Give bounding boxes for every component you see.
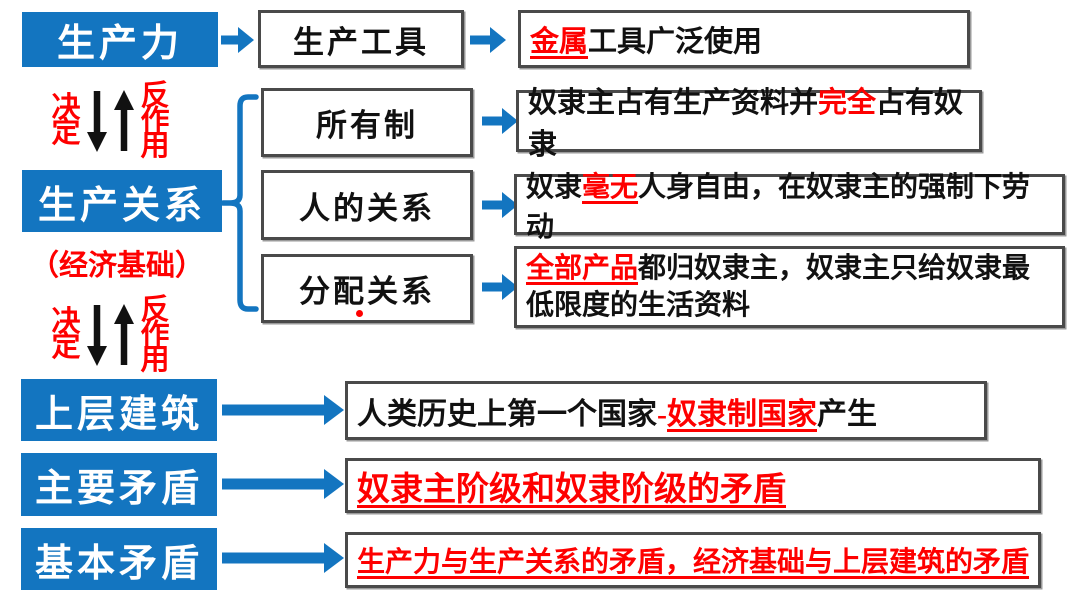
ownership-desc-text: 奴隶主占有生产资料并完全占有奴隶 [528,87,964,161]
arrow-right-icon [470,26,506,54]
arrow-right-icon [222,543,344,573]
feedback-label: 反作用 [140,293,170,376]
arrow-up-icon [114,90,134,151]
production-tools-label: 生产工具 [293,24,429,60]
basic-contradiction-desc-box: 生产力与生产关系的矛盾，经济基础与上层建筑的矛盾 [345,532,1041,588]
brace-connector [220,94,259,312]
basic-contradiction-label: 基本矛盾 [34,542,203,585]
main-contradiction-desc-text: 奴隶主阶级和奴隶阶级的矛盾 [357,471,786,508]
main-contradiction-label: 主要矛盾 [34,468,203,510]
human-relations-desc-box: 奴隶毫无人身自由，在奴隶主的强制下劳动 [514,172,1065,243]
arrow-right-icon [222,395,344,425]
basic-contradiction-desc-text: 生产力与生产关系的矛盾，经济基础与上层建筑的矛盾 [357,547,1030,578]
determine-feedback-group: 决定 反作用 [50,295,171,375]
basic-contradiction-box: 基本矛盾 [21,528,217,590]
main-contradiction-desc-box: 奴隶主阶级和奴隶阶级的矛盾 [345,458,1041,513]
arrow-right-icon [221,26,254,54]
productive-forces-label: 生产力 [56,23,183,65]
production-relations-box: 生产关系 [22,170,222,232]
determine-label: 决定 [51,306,81,363]
human-relations-label: 人的关系 [299,190,435,226]
ownership-box: 所有制 [261,88,473,157]
arrow-right-icon [482,273,518,301]
ownership-desc-box: 奴隶主占有生产资料并完全占有奴隶 [516,87,982,161]
determine-label: 决定 [51,92,81,149]
arrow-right-icon [482,107,518,135]
arrow-down-icon [87,91,107,152]
economic-base-label: （经济基础） [29,250,204,282]
productive-forces-box: 生产力 [22,12,218,67]
arrow-right-icon [482,191,518,219]
distribution-desc-box: 全部产品都归奴隶主，奴隶主只给奴隶最低限度的生活资料 [514,246,1065,328]
distribution-desc-text: 全部产品都归奴隶主，奴隶主只给奴隶最低限度的生活资料 [526,253,1031,321]
human-relations-desc-text: 奴隶毫无人身自由，在奴隶主的强制下劳动 [526,171,1031,243]
determine-feedback-group: 决定 反作用 [50,81,171,161]
superstructure-desc-text: 人类历史上第一个国家-奴隶制国家产生 [357,397,877,431]
red-dot [356,310,363,317]
arrow-up-icon [114,304,134,365]
superstructure-label: 上层建筑 [34,393,203,436]
metal-tools-desc-text: 金属工具广泛使用 [530,26,763,58]
superstructure-box: 上层建筑 [21,379,217,441]
main-contradiction-box: 主要矛盾 [21,453,217,516]
feedback-label: 反作用 [140,79,170,162]
production-relations-label: 生产关系 [37,184,206,227]
arrow-right-icon [222,469,344,499]
human-relations-box: 人的关系 [261,170,473,240]
arrow-down-icon [87,305,107,366]
ownership-label: 所有制 [316,108,418,143]
distribution-label: 分配关系 [299,274,435,309]
superstructure-desc-box: 人类历史上第一个国家-奴隶制国家产生 [345,381,987,440]
metal-tools-desc-box: 金属工具广泛使用 [518,10,970,68]
distribution-box: 分配关系 [261,254,473,323]
production-tools-box: 生产工具 [258,10,464,68]
